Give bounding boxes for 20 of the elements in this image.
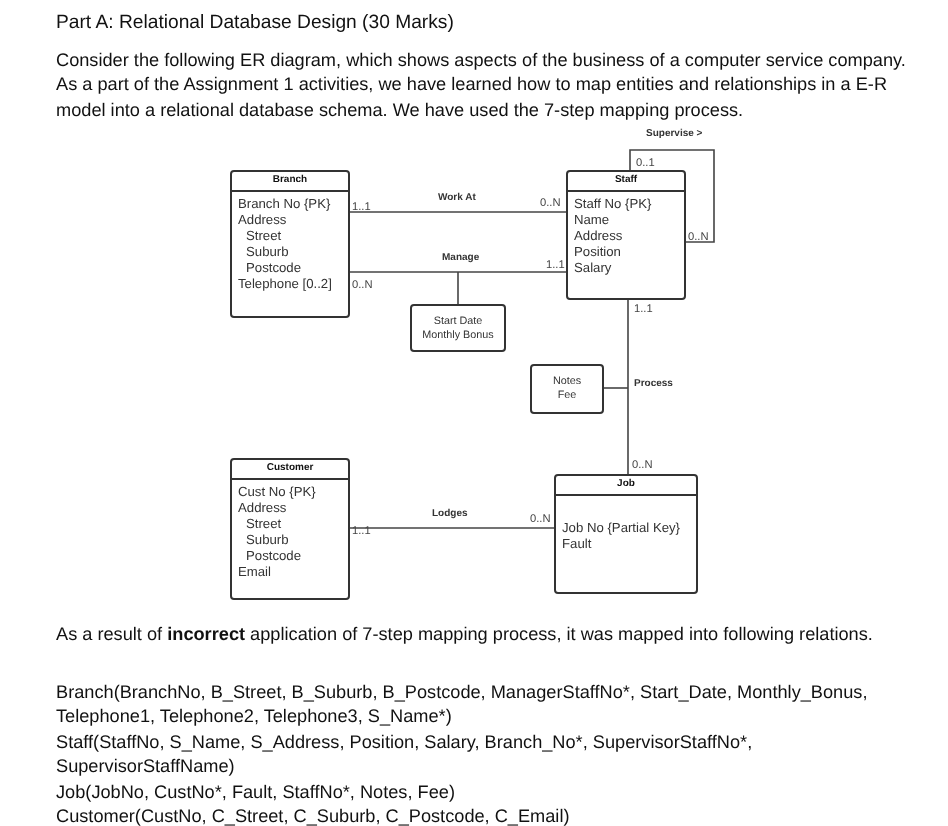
connector-line xyxy=(349,271,567,273)
heading: Part A: Relational Database Design (30 Marks) xyxy=(56,12,454,37)
paragraph: Branch(BranchNo, B_Street, B_Suburb, B_Postcode, ManagerStaffNo*, Start_Date, Monthly_Bonus, Telephone1, Telephone2, Telephone3, S_Name*) xyxy=(56,680,870,730)
attribute-box xyxy=(530,364,604,414)
paragraph: Customer(CustNo, C_Street, C_Suburb, C_Postcode, C_Email) xyxy=(56,804,572,826)
connector-line xyxy=(349,527,555,529)
paragraph: As a result of incorrect application of 7-step mapping process, it was mapped into following relations. xyxy=(56,622,875,647)
connector-line xyxy=(603,387,629,389)
entity-box xyxy=(566,170,686,300)
entity-box xyxy=(554,474,698,594)
paragraph: Consider the following ER diagram, which shows aspects of the business of a computer service company. As a part of the Assignment 1 activities, we have learned how to map entities and relationships in a E-R model into a relational database schema. We have used the 7-step mapping process. xyxy=(56,48,908,123)
entity-box xyxy=(230,170,350,318)
connector-line xyxy=(457,271,459,305)
connector-line xyxy=(349,211,567,213)
attribute-box xyxy=(410,304,506,352)
paragraph: Job(JobNo, CustNo*, Fault, StaffNo*, Notes, Fee) xyxy=(56,780,457,805)
paragraph: Staff(StaffNo, S_Name, S_Address, Position, Salary, Branch_No*, SupervisorStaffNo*, SupervisorStaffName) xyxy=(56,730,755,780)
connector-line xyxy=(629,149,715,243)
entity-box xyxy=(230,458,350,600)
connector-line xyxy=(627,299,629,475)
